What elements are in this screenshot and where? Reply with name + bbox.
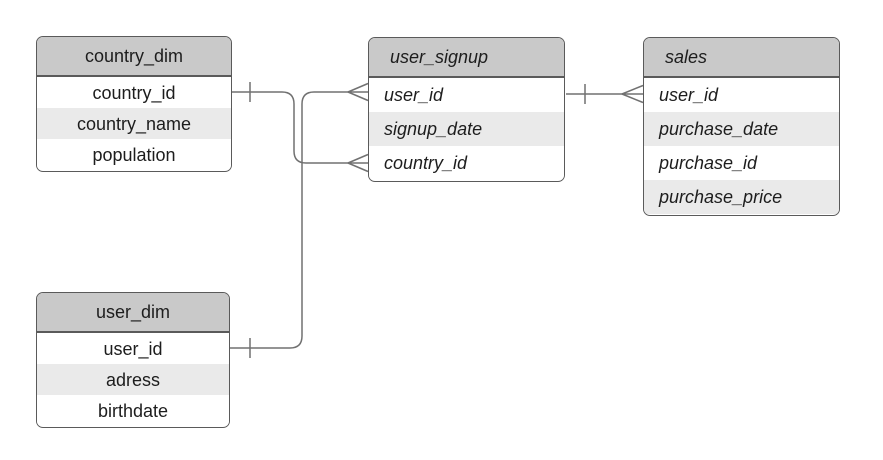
entity-user_signup[interactable]: user_signup user_id signup_date country_…	[368, 37, 565, 182]
many-cardinality-crowsfoot-icon	[347, 153, 369, 173]
entity-title: country_dim	[37, 37, 231, 77]
entity-user_dim[interactable]: user_dim user_id adress birthdate	[36, 292, 230, 428]
field-user_id: user_id	[644, 78, 839, 112]
entity-title: user_signup	[369, 38, 564, 78]
field-user_id: user_id	[37, 333, 229, 364]
field-adress: adress	[37, 364, 229, 395]
many-cardinality-crowsfoot-icon	[347, 82, 369, 102]
field-country_id: country_id	[369, 146, 564, 180]
entity-field-list: user_id signup_date country_id	[369, 78, 564, 180]
many-cardinality-crowsfoot-icon	[621, 84, 644, 104]
field-purchase_price: purchase_price	[644, 180, 839, 214]
relationship-line	[230, 91, 368, 349]
field-country_id: country_id	[37, 77, 231, 108]
field-user_id: user_id	[369, 78, 564, 112]
entity-country_dim[interactable]: country_dim country_id country_name popu…	[36, 36, 232, 172]
relationship-line	[232, 91, 368, 164]
field-population: population	[37, 139, 231, 170]
field-signup_date: signup_date	[369, 112, 564, 146]
field-purchase_date: purchase_date	[644, 112, 839, 146]
entity-field-list: user_id adress birthdate	[37, 333, 229, 426]
field-purchase_id: purchase_id	[644, 146, 839, 180]
relationship-user_signup-sales[interactable]	[566, 84, 644, 104]
relationship-user_dim-user_signup[interactable]	[230, 82, 369, 359]
entity-title: sales	[644, 38, 839, 78]
entity-field-list: country_id country_name population	[37, 77, 231, 170]
field-country_name: country_name	[37, 108, 231, 139]
entity-title: user_dim	[37, 293, 229, 333]
field-birthdate: birthdate	[37, 395, 229, 426]
relationship-country_dim-user_signup[interactable]	[232, 82, 369, 173]
entity-field-list: user_id purchase_date purchase_id purcha…	[644, 78, 839, 214]
entity-sales[interactable]: sales user_id purchase_date purchase_id …	[643, 37, 840, 216]
